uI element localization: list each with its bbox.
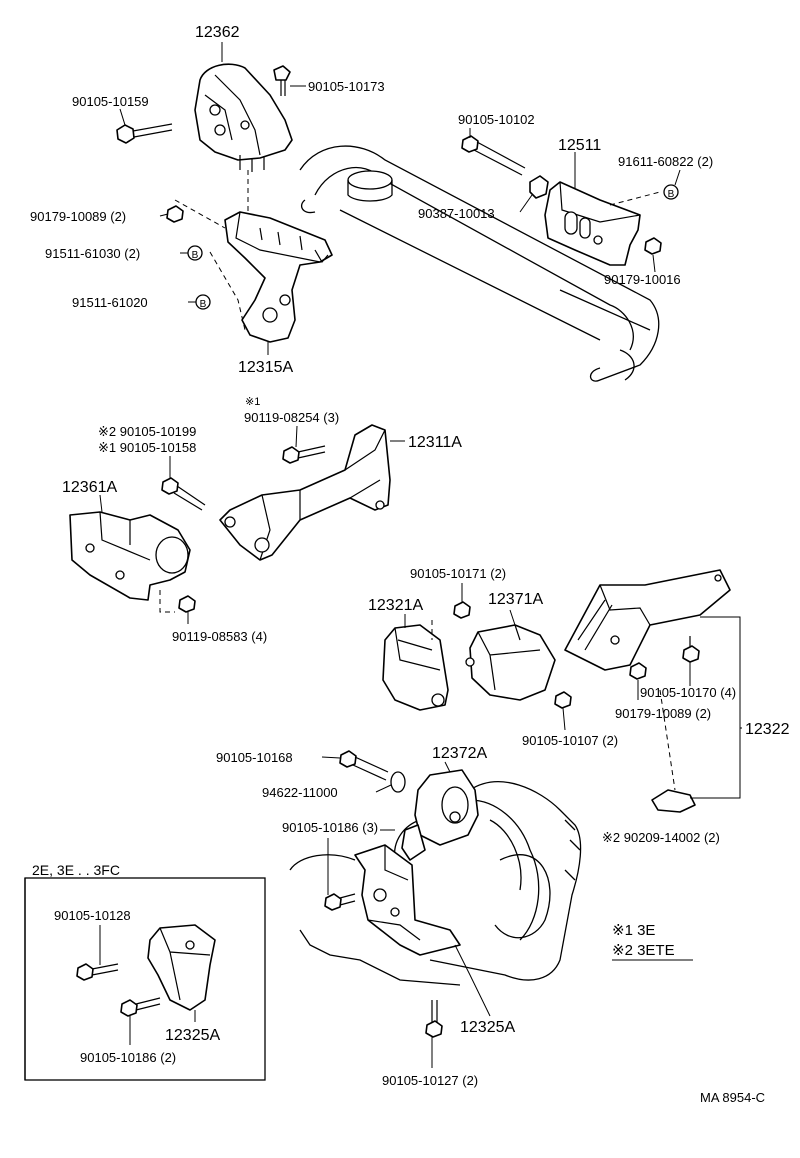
- bolt-90105-10186-a: [324, 893, 356, 911]
- svg-text:B: B: [192, 250, 199, 261]
- label-90387-10013: 90387-10013: [418, 206, 495, 221]
- bolt-90105-10168: [339, 750, 389, 781]
- bolt-90105-10107: [554, 691, 572, 709]
- mount-12361A: [69, 511, 191, 613]
- bolt-90105-10170: [682, 636, 700, 663]
- bolt-90105-10102: [461, 135, 526, 176]
- mount-12372A: [401, 769, 479, 861]
- label-90105-10186-b: 90105-10186 (2): [80, 1050, 176, 1065]
- plate-90209-14002: [651, 689, 696, 813]
- label-12321A: 12321A: [368, 597, 423, 614]
- label-90119-08254: 90119-08254 (3): [244, 410, 339, 425]
- bolt-90119-08583: [178, 595, 196, 613]
- note-1: ※1 3E: [612, 922, 655, 939]
- bracket-12511: [544, 181, 661, 266]
- label-12511: 12511: [558, 137, 601, 154]
- nut-90179-10089-a: [166, 205, 184, 223]
- bolt-90119-08254: [282, 445, 326, 464]
- label-12311A: 12311A: [408, 434, 462, 451]
- inset-title: 2E, 3E . . 3FC: [32, 862, 120, 878]
- label-90179-10016: 90179-10016: [604, 272, 681, 287]
- label-90105-10186-a: 90105-10186 (3): [282, 820, 378, 835]
- label-90179-10089-a: 90179-10089 (2): [30, 209, 126, 224]
- svg-text:B: B: [200, 299, 207, 310]
- label-12322: 12322: [745, 721, 790, 738]
- bolt-90105-10159: [116, 123, 173, 144]
- bolt-90105-10128: [76, 963, 119, 981]
- bracket-12325A-main: [354, 844, 461, 956]
- bracket-12315A: [224, 211, 333, 343]
- label-90179-10089-b: 90179-10089 (2): [615, 706, 711, 721]
- b-badge-91611: B: [663, 184, 679, 200]
- label-90105-10159: 90105-10159: [72, 94, 149, 109]
- mount-12362: [194, 63, 293, 172]
- bracket-12325A-inset: [147, 924, 216, 1011]
- label-12372A: 12372A: [432, 745, 487, 762]
- label-12325A-inset: 12325A: [165, 1027, 220, 1044]
- collar-90387-10013: [529, 175, 549, 199]
- label-90119-08254-mark: ※1: [245, 396, 260, 408]
- inset-box: [24, 877, 266, 1081]
- labels: 12362 90105-10173 90105-10159 90105-1010…: [30, 24, 790, 1105]
- crossmember-12311A: [219, 424, 391, 561]
- label-90105-10168: 90105-10168: [216, 750, 293, 765]
- b-badge-91511-61030: B: [187, 245, 203, 261]
- washer-94622-11000: [390, 771, 406, 793]
- label-90105-10128: 90105-10128: [54, 908, 131, 923]
- mount-12371A: [465, 624, 556, 701]
- label-90105-10102: 90105-10102: [458, 112, 535, 127]
- leader-12322-bracket: [690, 616, 742, 799]
- bolt-90105-10173: [273, 65, 291, 96]
- label-12361A: 12361A: [62, 479, 117, 496]
- label-90105-10158: ※1 90105-10158: [98, 440, 196, 455]
- label-90105-10107: 90105-10107 (2): [522, 733, 618, 748]
- bracket-12322: [564, 569, 731, 671]
- b-badge-91511-61020: B: [195, 294, 211, 310]
- leader-lines: [99, 42, 691, 1068]
- label-12315A: 12315A: [238, 359, 293, 376]
- label-91511-61030: 91511-61030 (2): [45, 246, 140, 261]
- mount-12321A: [382, 620, 449, 711]
- nut-90179-10016: [644, 237, 662, 255]
- label-90119-08583: 90119-08583 (4): [172, 629, 267, 644]
- engine-block-upper: [299, 145, 660, 382]
- label-90105-10170: 90105-10170 (4): [640, 685, 736, 700]
- label-90105-10171: 90105-10171 (2): [410, 566, 506, 581]
- label-90209-14002: ※2 90209-14002 (2): [602, 830, 720, 845]
- label-91511-61020: 91511-61020: [72, 295, 148, 310]
- bolt-90105-10158: [161, 477, 206, 511]
- bolt-90105-10127: [425, 1000, 443, 1038]
- svg-text:B: B: [668, 189, 675, 200]
- label-94622-11000: 94622-11000: [262, 785, 338, 800]
- label-90105-10127: 90105-10127 (2): [382, 1073, 478, 1088]
- label-12325A-main: 12325A: [460, 1019, 515, 1036]
- bolt-90105-10186-b: [120, 997, 161, 1017]
- note-2: ※2 3ETE: [612, 942, 675, 959]
- label-91611-60822: 91611-60822 (2): [618, 154, 713, 169]
- label-12371A: 12371A: [488, 591, 543, 608]
- label-90105-10173: 90105-10173: [308, 79, 385, 94]
- label-90105-10199: ※2 90105-10199: [98, 424, 196, 439]
- transmission-block: [289, 781, 582, 986]
- nut-90179-10089-b: [629, 662, 647, 680]
- reference-code: MA 8954-C: [700, 1090, 765, 1105]
- bolt-90105-10171: [453, 601, 471, 619]
- label-12362: 12362: [195, 24, 240, 41]
